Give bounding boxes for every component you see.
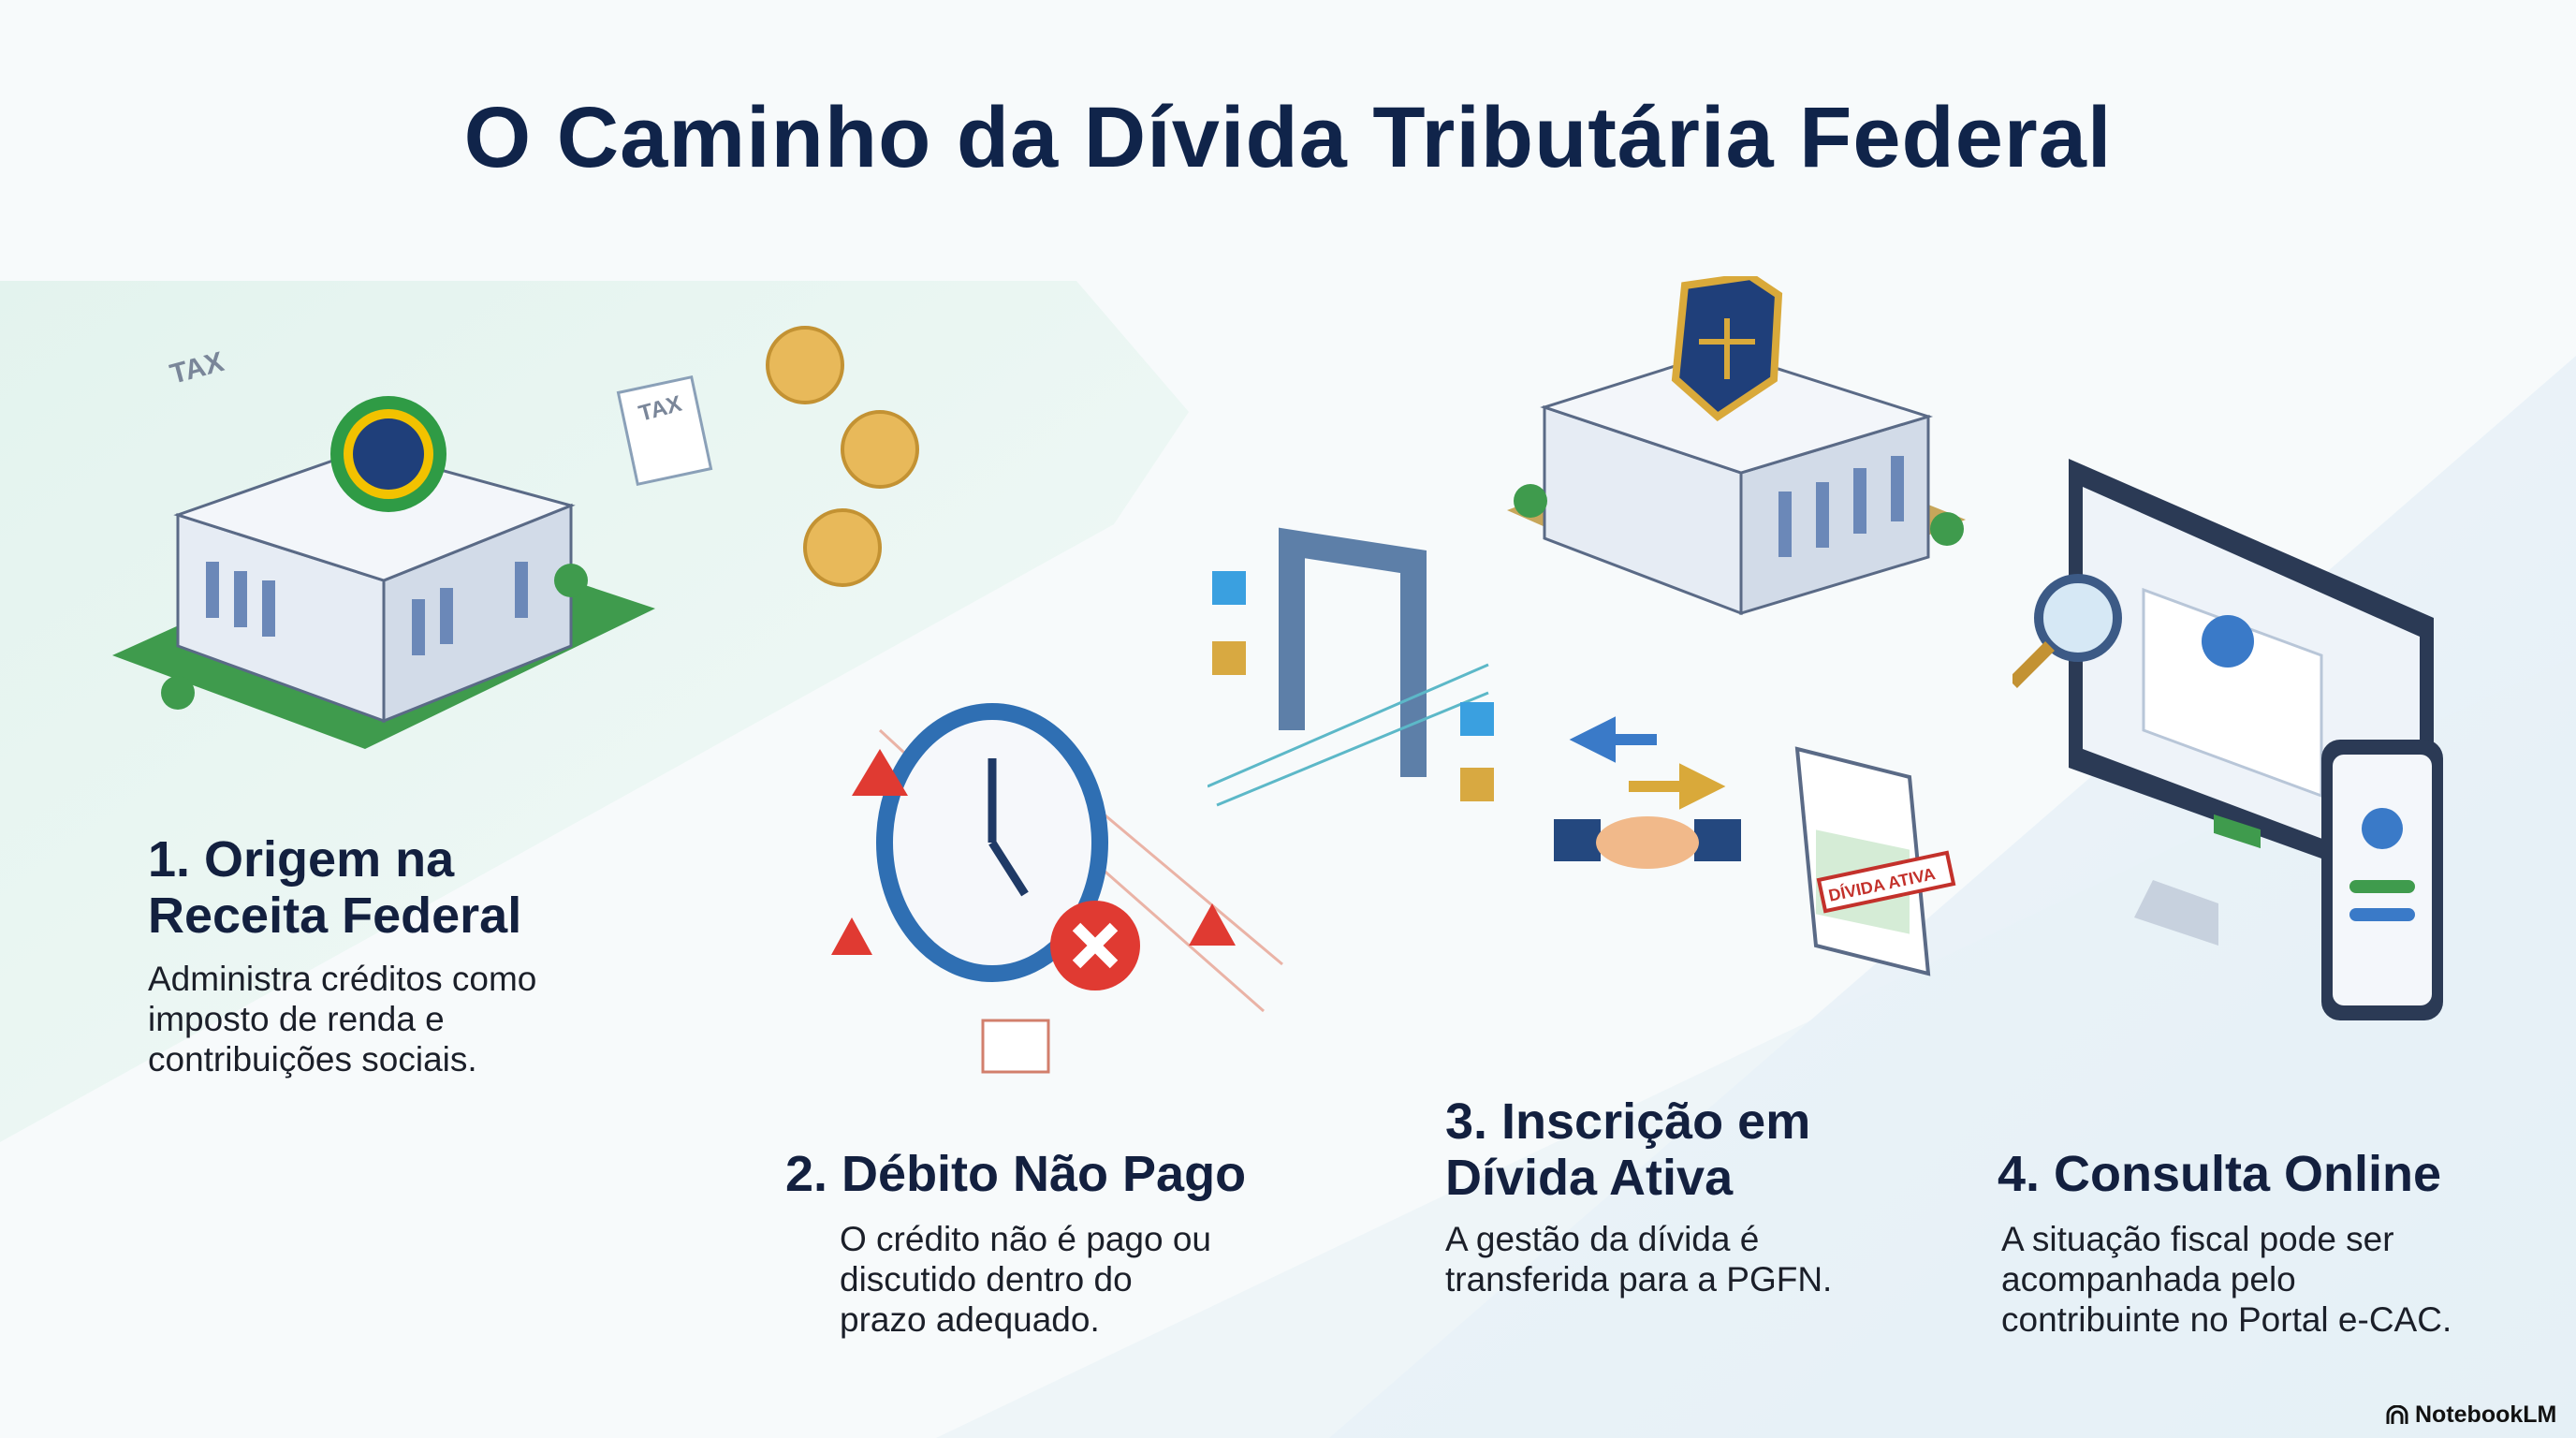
step-2-line: prazo adequado. bbox=[840, 1300, 1100, 1339]
step-1-description: Administra créditos como imposto de rend… bbox=[148, 959, 536, 1079]
page-title: O Caminho da Dívida Tributária Federal bbox=[463, 90, 2113, 185]
step-3-title-line2: Dívida Ativa bbox=[1445, 1150, 1734, 1206]
pgfn-building-illustration bbox=[1507, 276, 1966, 616]
step-4-line: acompanhada pelo bbox=[2001, 1260, 2296, 1299]
step-4-line: A situação fiscal pode ser bbox=[2001, 1220, 2394, 1258]
step-3-line: transferida para a PGFN. bbox=[1445, 1260, 1833, 1299]
step-1-line: imposto de renda e bbox=[148, 1000, 445, 1038]
step-2-description: O crédito não é pago ou discutido dentro… bbox=[840, 1219, 1211, 1340]
step-1-line: Administra créditos como bbox=[148, 960, 537, 998]
step-1-title-line2: Receita Federal bbox=[148, 888, 522, 944]
notebooklm-brand: NotebookLM bbox=[2385, 1401, 2556, 1429]
ecac-portal-illustration bbox=[2012, 459, 2443, 1020]
step-4-description: A situação fiscal pode ser acompanhada p… bbox=[2001, 1219, 2452, 1340]
overdue-clock-illustration bbox=[831, 703, 1283, 1074]
step-2-line: O crédito não é pago ou bbox=[840, 1220, 1212, 1258]
step-3-line: A gestão da dívida é bbox=[1445, 1220, 1760, 1258]
step-1-line: contribuições sociais. bbox=[148, 1040, 477, 1078]
step-2-line: discutido dentro do bbox=[840, 1260, 1133, 1299]
step-3-description: A gestão da dívida é transferida para a … bbox=[1445, 1219, 1832, 1299]
step-2-title: 2. Débito Não Pago bbox=[785, 1146, 1247, 1202]
transfer-gate-illustration bbox=[1208, 527, 1494, 807]
step-4-line: contribuinte no Portal e-CAC. bbox=[2001, 1300, 2452, 1339]
step-3-title: 3. Inscrição em Dívida Ativa bbox=[1445, 1093, 1810, 1206]
divida-ativa-document-illustration: DÍVIDA ATIVA bbox=[1794, 746, 1956, 976]
handshake-icon bbox=[1554, 716, 1741, 869]
step-4-title: 4. Consulta Online bbox=[1998, 1146, 2442, 1202]
tax-label: TAX bbox=[167, 346, 227, 390]
step-3-title-line1: 3. Inscrição em bbox=[1445, 1093, 1811, 1150]
step-1-title: 1. Origem na Receita Federal bbox=[148, 831, 521, 944]
receita-federal-illustration: TAX TAX bbox=[112, 326, 919, 749]
step-1-title-line1: 1. Origem na bbox=[148, 831, 455, 888]
brand-label: NotebookLM bbox=[2415, 1401, 2557, 1428]
notebooklm-logo-icon bbox=[2386, 1404, 2408, 1424]
